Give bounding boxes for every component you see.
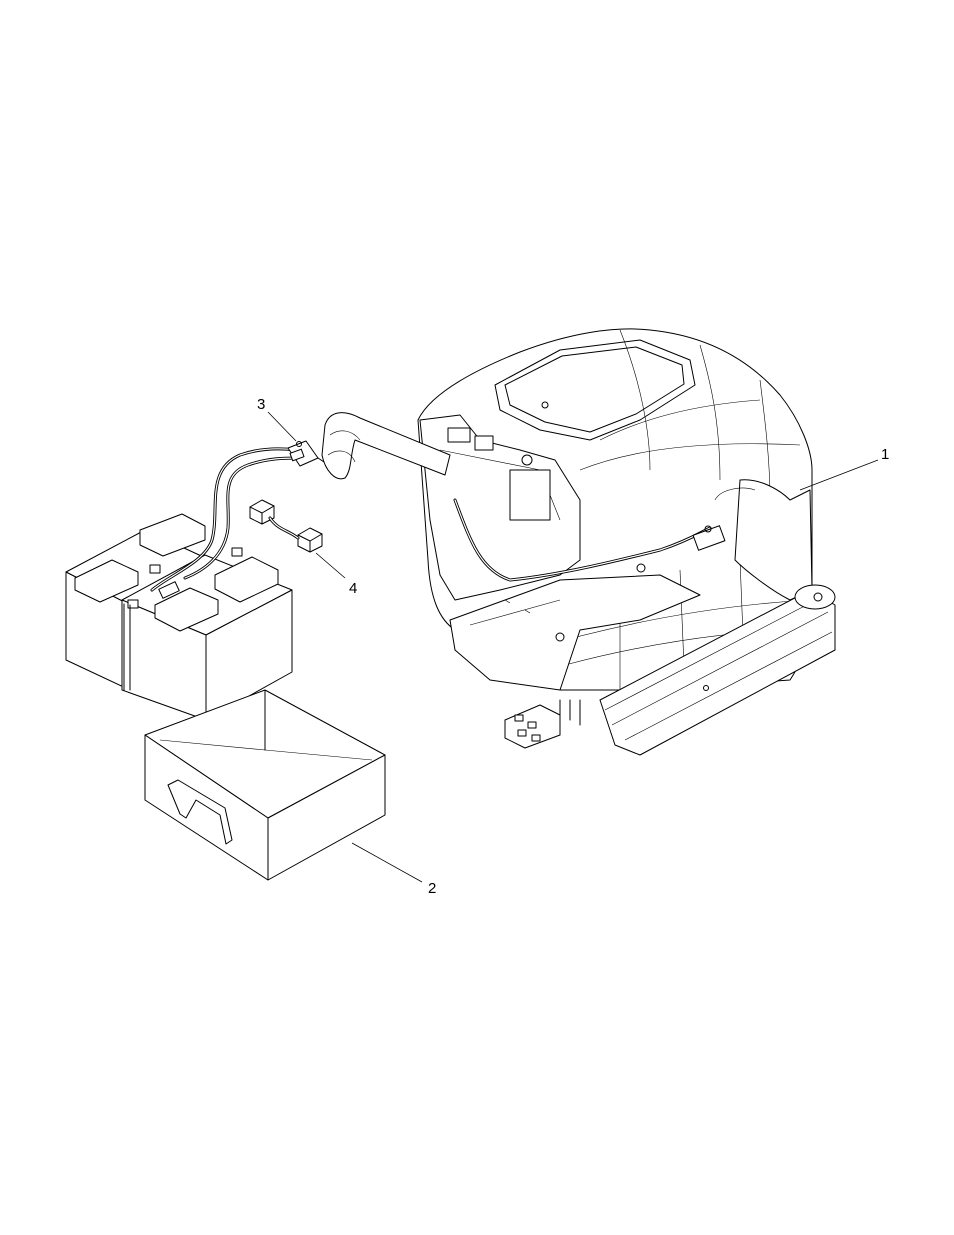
machine-body: [322, 329, 835, 755]
battery-pack: [66, 514, 292, 720]
callout-2: 2: [428, 880, 436, 897]
battery-tray: [145, 690, 385, 880]
leader-3: [268, 412, 296, 441]
leader-2: [352, 843, 422, 882]
leader-4: [316, 553, 345, 578]
callout-4: 4: [349, 580, 357, 597]
callout-3: 3: [257, 396, 265, 413]
jumper-cable: [250, 500, 322, 552]
callout-1: 1: [881, 446, 889, 463]
